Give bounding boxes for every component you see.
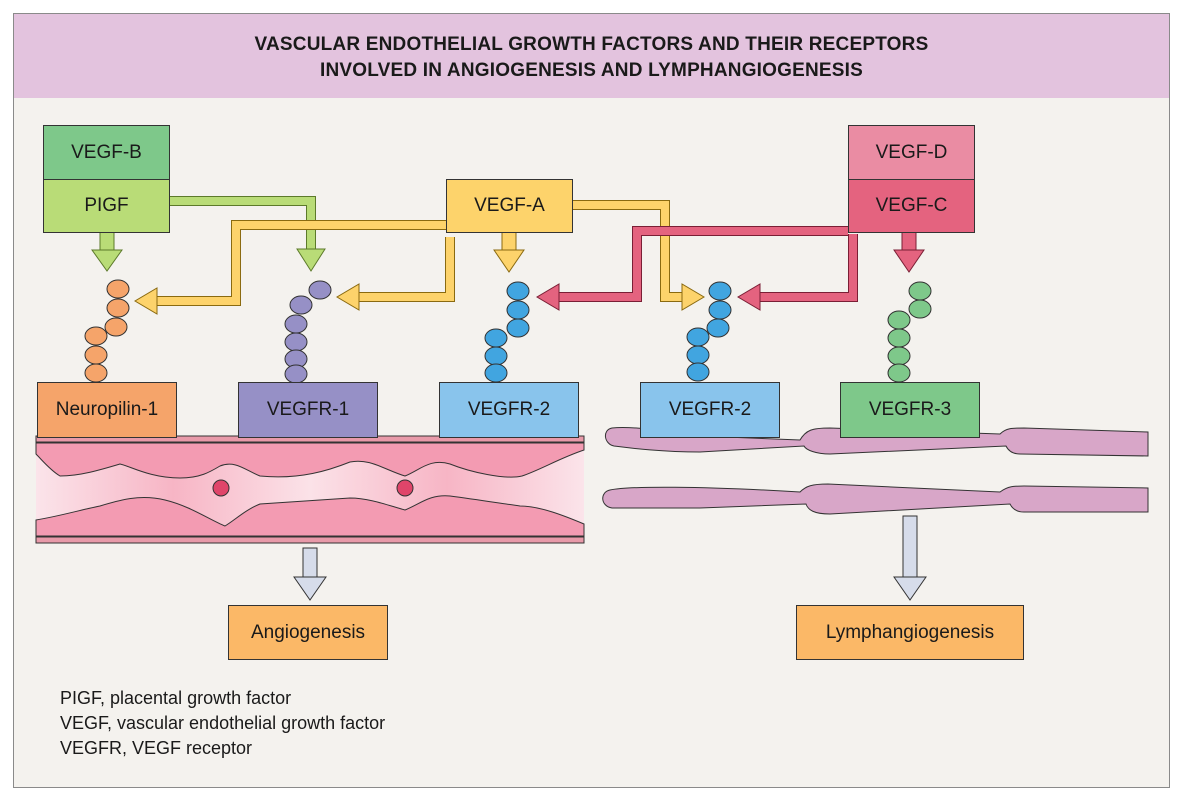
vegfr2-blood-beads	[484, 281, 530, 383]
angiogenesis-down-arrow	[293, 547, 327, 601]
neuropilin-beads	[84, 279, 130, 383]
title-line-2: INVOLVED IN ANGIOGENESIS AND LYMPHANGIOG…	[319, 60, 864, 81]
vegfr-3-box: VEGFR-3	[840, 382, 980, 438]
arrow-pigf-to-neuropilin	[91, 231, 123, 272]
vegfr2-lymph-beads	[686, 281, 732, 382]
title-banner: VASCULAR ENDOTHELIAL GROWTH FACTORS AND …	[14, 14, 1169, 98]
legend-vegf: VEGF, vascular endothelial growth factor	[60, 713, 386, 733]
blood-vessel	[35, 435, 585, 544]
arrow-vegfc-to-vegfr3	[893, 231, 925, 273]
title-line-1: VASCULAR ENDOTHELIAL GROWTH FACTORS AND …	[254, 34, 929, 55]
angiogenesis-box: Angiogenesis	[228, 605, 388, 660]
arrow-vegfa-to-vegfr1	[336, 237, 455, 311]
vegf-c-box: VEGF-C	[848, 179, 975, 233]
vegf-d-box: VEGF-D	[848, 125, 975, 180]
pigf-box: PIGF	[43, 179, 170, 233]
arrow-vegfa-to-vegfr2-blood	[493, 231, 525, 273]
vegfr-2-lymph-box: VEGFR-2	[640, 382, 780, 438]
arrow-vegfa-to-vegfr2-lymph	[570, 200, 705, 311]
vegfr3-beads	[887, 281, 932, 383]
vegf-a-box: VEGF-A	[446, 179, 573, 233]
lymphatic-vessel	[602, 426, 1149, 515]
legend-vegfr: VEGFR, VEGF receptor	[60, 738, 253, 758]
neuropilin-1-box: Neuropilin-1	[37, 382, 177, 438]
lymphangiogenesis-down-arrow	[893, 515, 927, 601]
arrow-vegfc-to-vegfr2-lymph	[737, 234, 858, 311]
arrow-vegfc-to-vegfr2-blood	[536, 226, 848, 311]
legend-pigf: PIGF, placental growth factor	[60, 688, 292, 708]
arrow-pigf-to-vegfr1	[170, 196, 326, 272]
vegfr-2-blood-box: VEGFR-2	[439, 382, 579, 438]
vegf-b-box: VEGF-B	[43, 125, 170, 180]
arrow-vegfa-to-neuropilin	[134, 220, 450, 315]
vegfr1-beads	[284, 280, 332, 384]
lymphangiogenesis-box: Lymphangiogenesis	[796, 605, 1024, 660]
vegfr-1-box: VEGFR-1	[238, 382, 378, 438]
